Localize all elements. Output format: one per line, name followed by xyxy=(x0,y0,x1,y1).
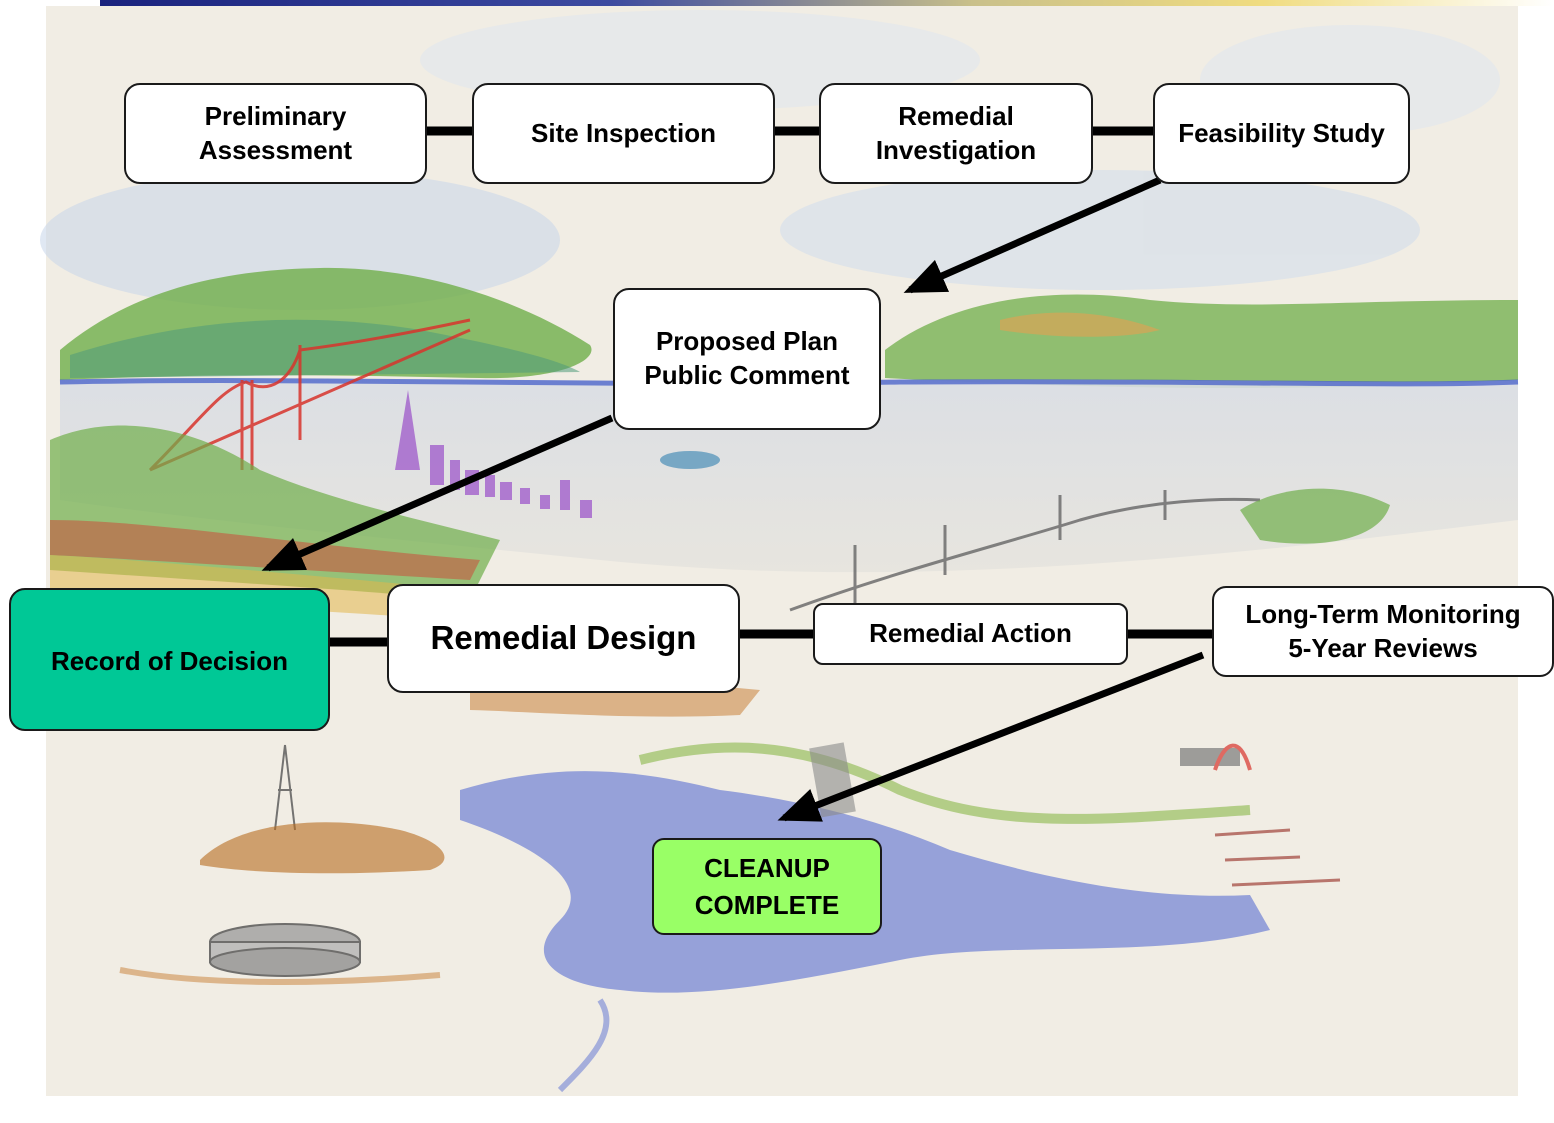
remedial-action-label: Remedial Action xyxy=(869,618,1072,649)
long-term-monitoring-line2: 5-Year Reviews xyxy=(1288,632,1478,663)
feasibility-study-box: Feasibility Study xyxy=(1153,83,1410,184)
proposed-plan-box: Proposed Plan Public Comment xyxy=(613,288,881,430)
right-pier xyxy=(1180,743,1341,887)
cleanup-complete-box: CLEANUP COMPLETE xyxy=(652,838,882,935)
site-inspection-label: Site Inspection xyxy=(531,117,716,148)
cleanup-complete-line2: COMPLETE xyxy=(694,889,840,920)
long-term-monitoring-line1: Long-Term Monitoring xyxy=(1245,598,1521,629)
long-term-monitoring-box: Long-Term Monitoring 5-Year Reviews xyxy=(1212,586,1554,677)
radio-tower xyxy=(274,744,296,831)
preliminary-assessment-line2: Assessment xyxy=(198,134,353,165)
preliminary-assessment-line1: Preliminary xyxy=(204,100,347,131)
proposed-plan-line2: Public Comment xyxy=(644,360,850,390)
south-river xyxy=(557,998,610,1093)
cleanup-complete-line1: CLEANUP xyxy=(704,853,830,884)
remedial-investigation-box: Remedial Investigation xyxy=(819,83,1093,184)
remedial-design-label: Remedial Design xyxy=(430,619,697,657)
remedial-investigation-line1: Remedial xyxy=(898,100,1014,131)
arrow-ltm-to-cleanup xyxy=(777,651,1205,822)
proposed-plan-line1: Proposed Plan xyxy=(655,326,839,357)
small-island xyxy=(660,451,720,469)
right-island xyxy=(1240,488,1390,544)
storage-tank xyxy=(119,923,441,985)
arrow-proposed-plan-to-rod xyxy=(261,414,614,572)
left-shore-green xyxy=(50,425,500,600)
left-hills-shade xyxy=(70,319,580,378)
right-hills-accent xyxy=(1000,312,1160,337)
brown-mound xyxy=(200,822,445,874)
record-of-decision-label: Record of Decision xyxy=(51,646,288,677)
remedial-investigation-line2: Investigation xyxy=(875,134,1037,165)
south-bay-shore xyxy=(638,742,1251,824)
bay-bridge xyxy=(789,490,1261,612)
left-shore-ochre xyxy=(50,555,470,620)
remedial-design-box: Remedial Design xyxy=(387,584,740,693)
remedial-action-box: Remedial Action xyxy=(813,603,1128,665)
feasibility-study-label: Feasibility Study xyxy=(1178,117,1385,148)
top-band xyxy=(100,0,1554,6)
preliminary-assessment-box: Preliminary Assessment xyxy=(124,83,427,184)
site-inspection-box: Site Inspection xyxy=(472,83,775,184)
city-skyline xyxy=(395,390,592,518)
arrow-fs-to-proposed-plan xyxy=(903,176,1162,294)
record-of-decision-box: Record of Decision xyxy=(9,588,330,731)
